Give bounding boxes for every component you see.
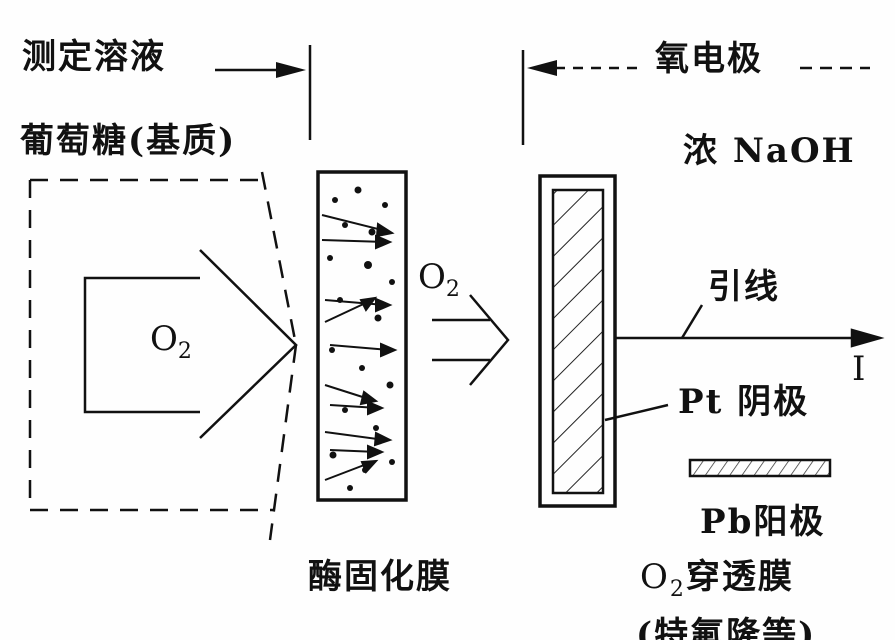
o2-transfer-arrow <box>432 294 510 386</box>
conc-naoh-label: 浓 NaOH <box>683 131 856 171</box>
lead-wire-line <box>615 304 885 348</box>
teflon-note-label: (特氟隆等) <box>636 615 817 640</box>
oxygen-electrode-bracket <box>521 50 870 145</box>
current-label: I <box>852 349 866 389</box>
oxygen-electrode-label: 氧电极 <box>655 39 763 79</box>
o2-membrane-label: O2穿透膜 <box>640 560 794 601</box>
enzyme-membrane <box>316 170 408 502</box>
glucose-substrate-label: 葡萄糖(基质) <box>20 121 237 161</box>
o2-membrane-text: 穿透膜 <box>685 557 794 597</box>
pt-cathode-leader <box>604 403 669 422</box>
enzyme-membrane-label: 酶固化膜 <box>308 557 452 597</box>
o2-membrane-subscript: 2 <box>669 577 686 602</box>
oxygen-electrode-body <box>538 174 617 508</box>
o2-left-subscript: 2 <box>177 339 192 364</box>
test-solution-label: 测定溶液 <box>22 37 166 77</box>
test-solution-bracket <box>215 45 312 140</box>
o2-middle-symbol: O <box>418 257 446 297</box>
pb-anode-label: Pb阳极 <box>700 502 826 542</box>
o2-left-symbol: O <box>150 319 178 359</box>
pb-anode-bar <box>688 458 832 478</box>
dashed-boundary <box>28 171 298 541</box>
o2-middle-subscript: 2 <box>445 277 460 302</box>
lead-wire-label: 引线 <box>708 267 780 307</box>
o2-label-middle: O2 <box>418 260 460 301</box>
enzyme-arrows <box>321 214 398 481</box>
o2-arrow-left <box>83 249 298 439</box>
o2-membrane-symbol: O <box>640 557 670 597</box>
o2-label-left: O2 <box>150 322 192 363</box>
pt-cathode-label: Pt 阴极 <box>678 382 810 422</box>
